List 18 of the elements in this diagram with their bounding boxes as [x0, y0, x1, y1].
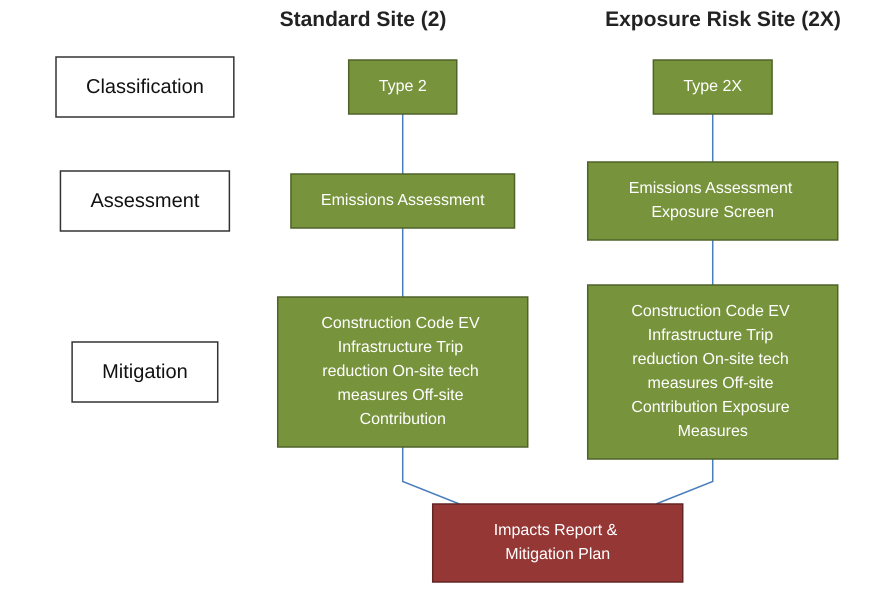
node-box: Type 2 — [348, 59, 458, 115]
connector — [402, 447, 460, 505]
column-heading: Standard Site (2) — [278, 8, 448, 33]
node-box: Classification — [54, 56, 234, 118]
node-box: Assessment — [59, 170, 230, 232]
node-box: Mitigation — [71, 341, 218, 403]
connector — [712, 114, 714, 162]
node-box: Impacts Report & Mitigation Plan — [432, 503, 684, 583]
connector — [402, 114, 404, 174]
node-box: Construction Code EV Infrastructure Trip reduction On-site tech measures Off-site Contribution — [276, 296, 528, 448]
node-box: Construction Code EV Infrastructure Trip reduction On-site tech measures Off-site Contribution Exposure Measures — [586, 284, 838, 460]
node-box: Type 2X — [652, 59, 772, 115]
node-box: Emissions Assessment Exposure Screen — [586, 161, 838, 241]
connector — [655, 459, 714, 505]
node-box: Emissions Assessment — [290, 173, 515, 229]
connector — [402, 228, 404, 297]
connector — [712, 240, 714, 285]
column-heading: Exposure Risk Site (2X) — [604, 8, 842, 33]
